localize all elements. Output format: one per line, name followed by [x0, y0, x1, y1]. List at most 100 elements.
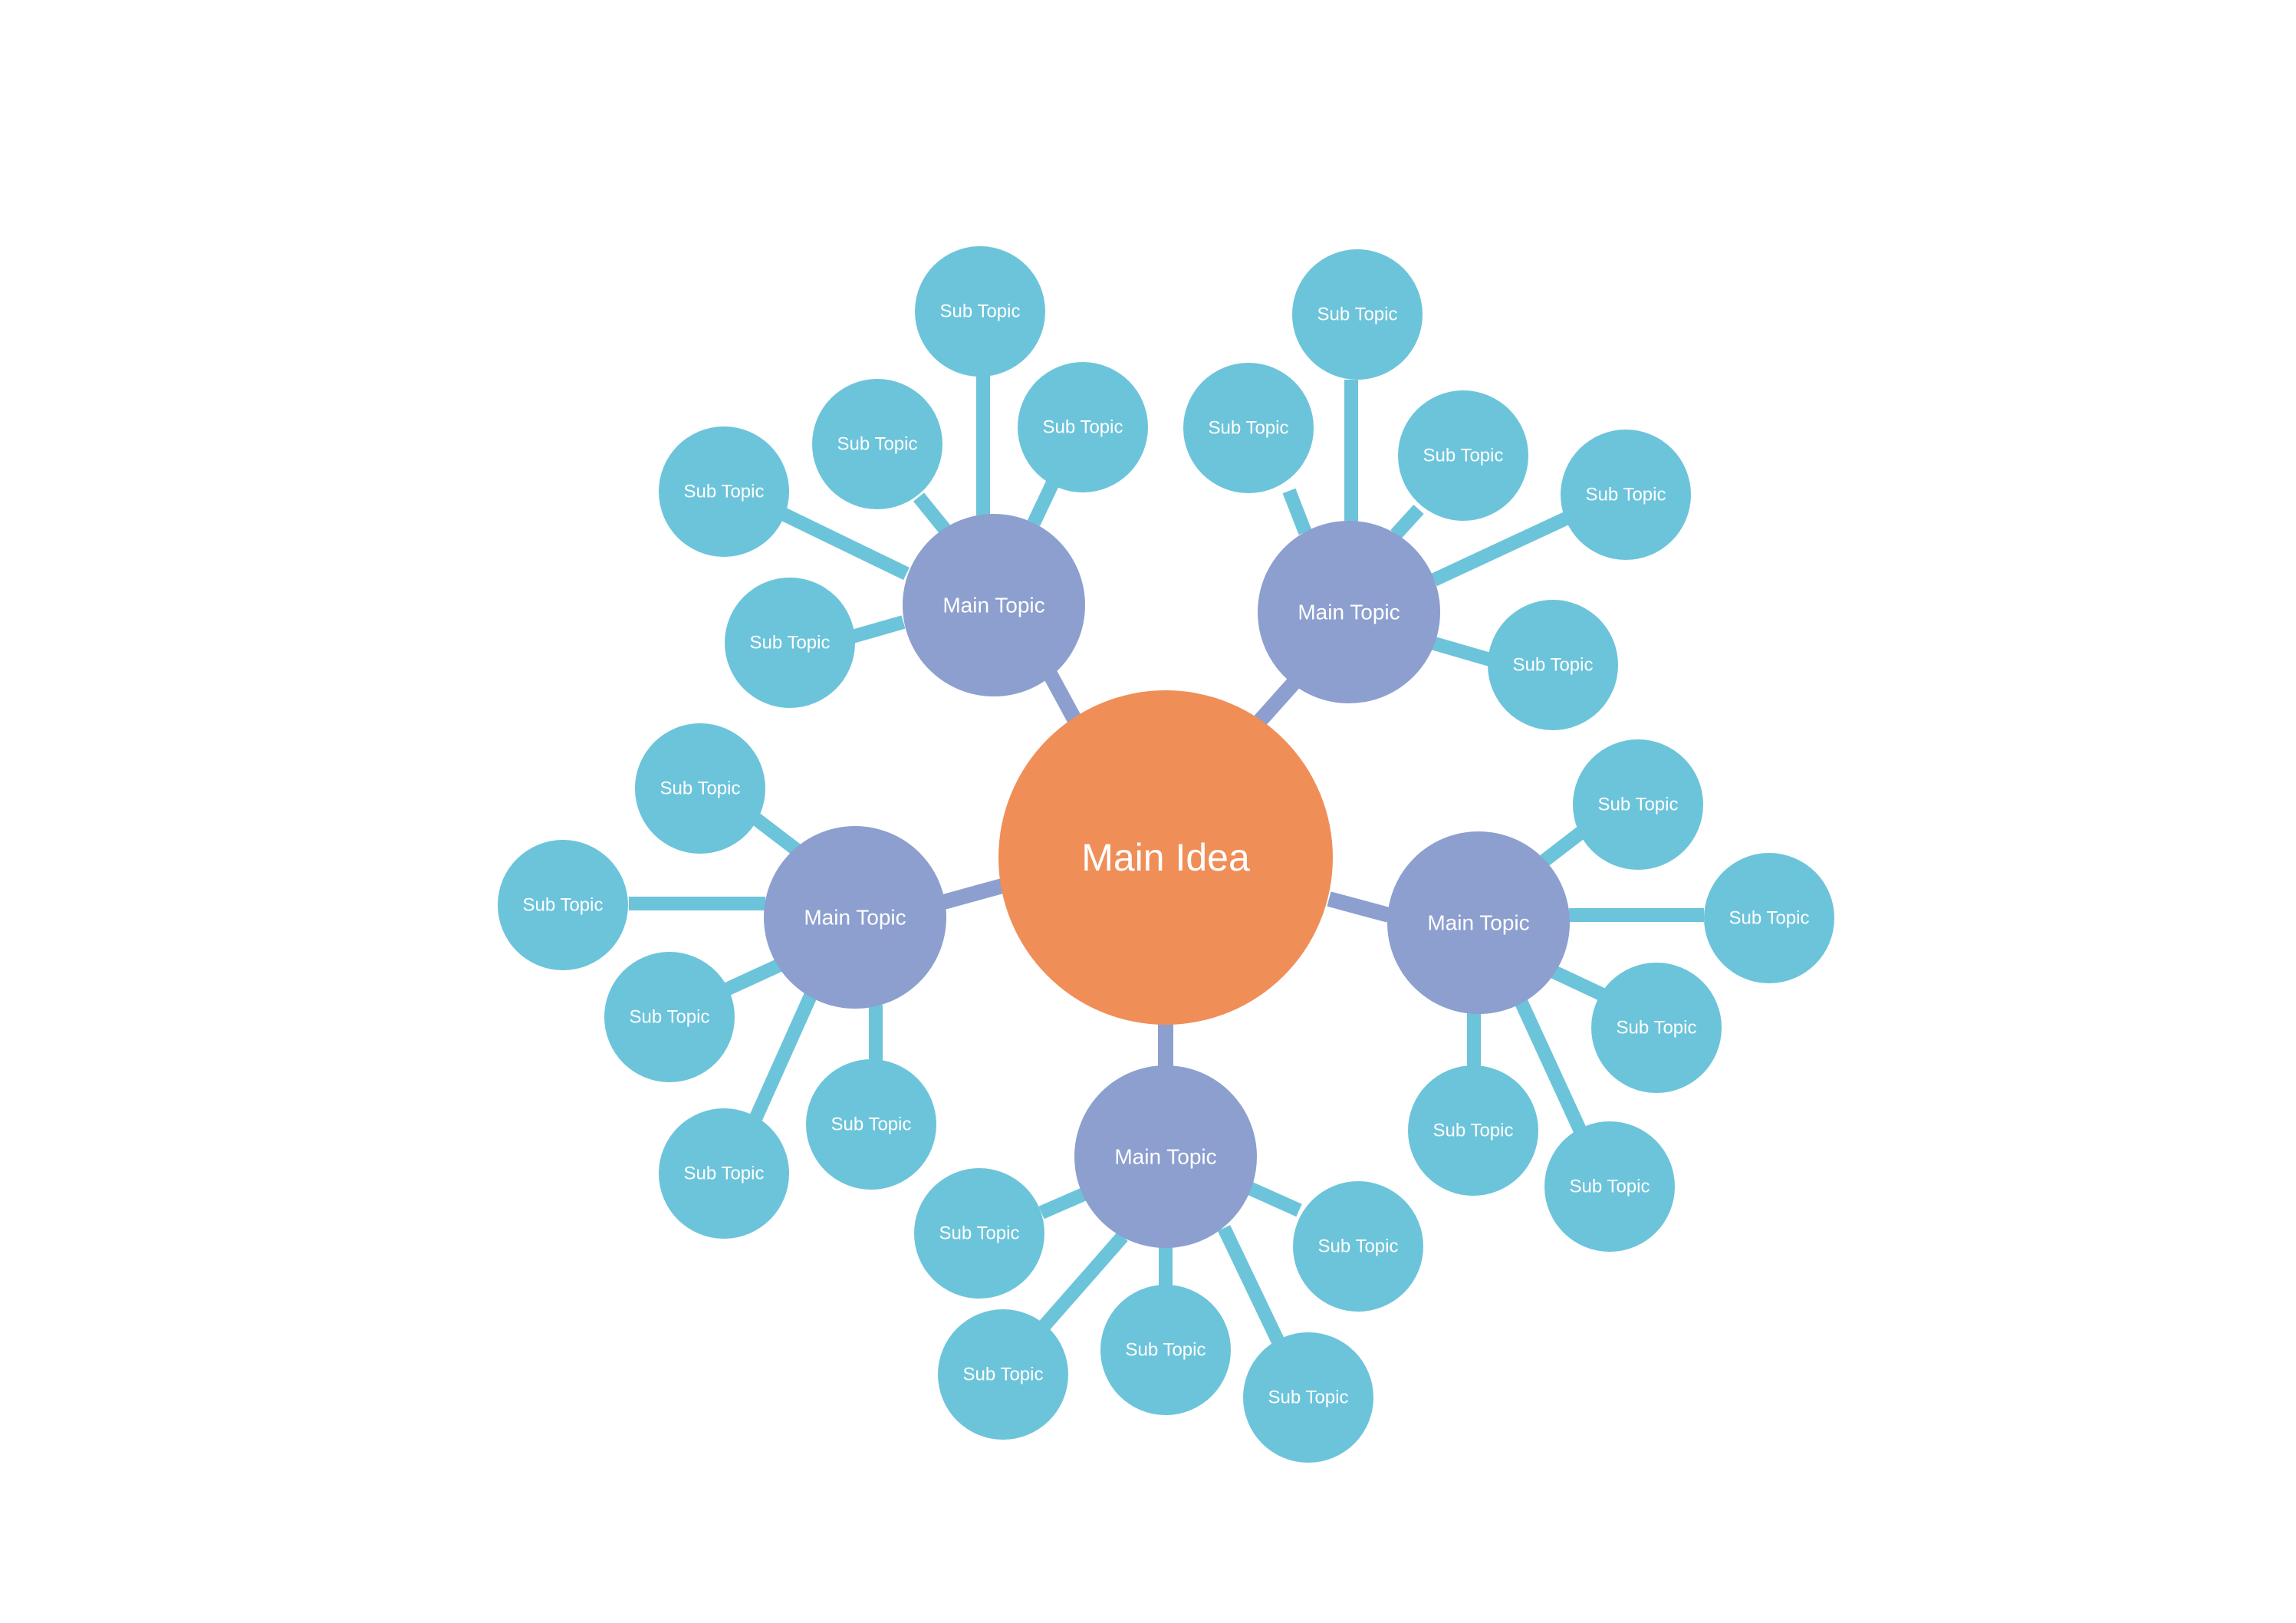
edge-sub [1217, 1225, 1289, 1353]
main-topic-node-bottom[interactable]: Main Topic [1074, 1065, 1257, 1248]
edge-sub [1549, 964, 1606, 1002]
main-topic-circle [903, 514, 1085, 696]
sub-topic-node[interactable]: Sub Topic [1591, 963, 1722, 1093]
main-topic-label: Main Topic [1298, 601, 1400, 624]
sub-topic-label: Sub Topic [939, 1223, 1020, 1244]
edge-sub [913, 492, 950, 534]
sub-topic-node[interactable]: Sub Topic [1408, 1065, 1538, 1196]
edge-sub [1429, 636, 1492, 667]
sub-topic-label: Sub Topic [837, 434, 918, 455]
sub-topic-label: Sub Topic [1617, 1018, 1697, 1039]
edge-sub [745, 991, 818, 1131]
sub-topic-node[interactable]: Sub Topic [1488, 600, 1618, 730]
sub-topic-label: Sub Topic [630, 1007, 710, 1028]
edge-sub [780, 507, 910, 581]
main-topic-node-top-right[interactable]: Main Topic [1258, 521, 1440, 703]
sub-topic-circle [1398, 390, 1528, 521]
sub-topic-node[interactable]: Sub Topic [1292, 249, 1423, 380]
edge-sub [847, 615, 906, 644]
sub-topic-circle [659, 1108, 789, 1239]
sub-topic-circle [938, 1309, 1068, 1440]
sub-topic-circle [1408, 1065, 1538, 1196]
main-idea-circle [998, 690, 1333, 1025]
sub-topic-circle [635, 723, 765, 854]
main-topic-circle [764, 826, 946, 1009]
sub-topic-circle [914, 1168, 1044, 1299]
sub-topic-circle [1293, 1181, 1423, 1312]
main-topic-label: Main Topic [804, 906, 906, 930]
sub-topic-node[interactable]: Sub Topic [915, 246, 1045, 377]
edge-sub [1245, 1180, 1302, 1217]
sub-topic-node[interactable]: Sub Topic [1544, 1121, 1675, 1252]
sub-topic-circle [1591, 963, 1722, 1093]
main-topic-circle [1258, 521, 1440, 703]
sub-topic-node[interactable]: Sub Topic [1573, 739, 1703, 870]
main-topic-circle [1387, 831, 1570, 1014]
sub-topic-node[interactable]: Sub Topic [1243, 1332, 1373, 1463]
edge-root-branch-top-left [1041, 666, 1084, 727]
sub-topic-node[interactable]: Sub Topic [498, 840, 628, 970]
sub-topic-label: Sub Topic [1317, 305, 1398, 325]
sub-topic-node[interactable]: Sub Topic [938, 1309, 1068, 1440]
main-topic-node-right[interactable]: Main Topic [1387, 831, 1570, 1014]
main-idea-label: Main Idea [1081, 836, 1250, 879]
sub-topic-label: Sub Topic [1513, 655, 1594, 676]
sub-topic-node[interactable]: Sub Topic [812, 379, 942, 509]
sub-topic-node[interactable]: Sub Topic [914, 1168, 1044, 1299]
sub-topic-node[interactable]: Sub Topic [1704, 853, 1834, 983]
sub-topic-circle [1573, 739, 1703, 870]
sub-topic-node[interactable]: Sub Topic [659, 426, 789, 557]
sub-topic-circle [1018, 362, 1148, 492]
sub-topic-node[interactable]: Sub Topic [1100, 1285, 1231, 1415]
main-topic-node-left[interactable]: Main Topic [764, 826, 946, 1009]
sub-topic-circle [1544, 1121, 1675, 1252]
sub-topic-node[interactable]: Sub Topic [806, 1059, 936, 1190]
sub-topic-label: Sub Topic [523, 895, 604, 916]
sub-topic-circle [806, 1059, 936, 1190]
edge-sub [1038, 1185, 1092, 1220]
edge-sub [1390, 504, 1424, 540]
sub-topic-label: Sub Topic [1570, 1177, 1650, 1197]
sub-topic-circle [1704, 853, 1834, 983]
main-topic-node-top-left[interactable]: Main Topic [903, 514, 1085, 696]
sub-topic-node[interactable]: Sub Topic [604, 952, 735, 1082]
sub-topic-node[interactable]: Sub Topic [659, 1108, 789, 1239]
main-idea-node[interactable]: Main Idea [998, 690, 1333, 1025]
sub-topic-label: Sub Topic [1209, 418, 1289, 439]
sub-topic-node[interactable]: Sub Topic [1183, 363, 1314, 493]
sub-topic-node[interactable]: Sub Topic [1561, 430, 1691, 560]
edge-sub [1027, 476, 1061, 526]
sub-topic-circle [659, 426, 789, 557]
edge-sub [720, 958, 783, 998]
sub-topic-circle [1183, 363, 1314, 493]
sub-topic-label: Sub Topic [1729, 908, 1810, 929]
sub-topic-label: Sub Topic [1433, 1121, 1514, 1141]
sub-topic-circle [498, 840, 628, 970]
edge-sub [751, 812, 802, 857]
edge-sub [1513, 996, 1588, 1136]
sub-topic-label: Sub Topic [831, 1114, 912, 1135]
sub-topic-label: Sub Topic [684, 482, 765, 502]
sub-topic-node[interactable]: Sub Topic [1018, 362, 1148, 492]
sub-topic-node[interactable]: Sub Topic [635, 723, 765, 854]
sub-topic-circle [1100, 1285, 1231, 1415]
sub-topic-label: Sub Topic [1318, 1236, 1399, 1257]
sub-topic-circle [1292, 249, 1423, 380]
sub-topic-circle [1561, 430, 1691, 560]
sub-topic-label: Sub Topic [1586, 485, 1666, 505]
edge-root-branch-left [939, 878, 1005, 910]
sub-topic-node[interactable]: Sub Topic [725, 578, 855, 708]
edge-sub [1540, 824, 1589, 867]
main-topic-label: Main Topic [1427, 911, 1529, 935]
main-topic-circle [1074, 1065, 1257, 1248]
sub-topic-circle [812, 379, 942, 509]
sub-topic-label: Sub Topic [1126, 1340, 1206, 1361]
sub-topic-label: Sub Topic [1043, 417, 1123, 438]
sub-topic-label: Sub Topic [963, 1365, 1044, 1385]
sub-topic-node[interactable]: Sub Topic [1293, 1181, 1423, 1312]
sub-topic-label: Sub Topic [660, 779, 741, 799]
sub-topic-label: Sub Topic [940, 301, 1021, 322]
sub-topic-node[interactable]: Sub Topic [1398, 390, 1528, 521]
edge-sub [1035, 1232, 1128, 1335]
